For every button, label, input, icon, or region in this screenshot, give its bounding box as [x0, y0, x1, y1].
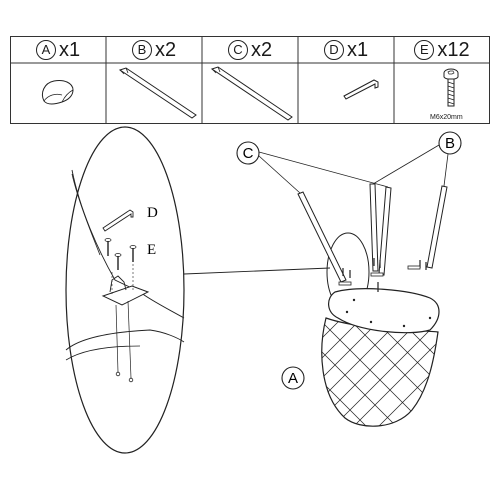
callout-c: C	[236, 141, 389, 194]
detail-magnifier: D E	[65, 126, 185, 454]
leg-b-center-left	[369, 183, 379, 272]
leg-base-plates	[338, 265, 421, 286]
part-c-letter: C	[227, 39, 248, 60]
callout-a: A	[281, 366, 305, 390]
detail-label-e: E	[147, 242, 156, 258]
callout-c-label: C	[243, 145, 254, 162]
part-d-image	[298, 63, 394, 124]
part-d-cell: D x1	[298, 36, 394, 124]
part-e-header: E x12	[394, 36, 490, 63]
leg-c-left	[297, 191, 347, 283]
part-c-header: C x2	[202, 36, 298, 63]
leg-rod-icon	[118, 67, 197, 119]
part-a-letter: A	[35, 39, 56, 60]
part-b-quantity: x2	[154, 38, 177, 61]
callout-b: B	[372, 131, 462, 187]
part-e-letter: E	[414, 39, 435, 60]
part-d-quantity: x1	[346, 38, 369, 61]
part-d-header: D x1	[298, 36, 394, 63]
parts-table: A x1 B x2 C x2	[10, 36, 490, 124]
part-c-quantity: x2	[250, 38, 273, 61]
detail-mounting-plate	[101, 285, 150, 306]
part-b-header: B x2	[106, 36, 202, 63]
bolt-icon	[443, 68, 459, 107]
part-e-quantity: x12	[437, 38, 470, 61]
detail-bolt	[104, 238, 112, 256]
allen-key-icon	[343, 79, 379, 100]
callout-b-label: B	[445, 135, 455, 152]
part-a-cell: A x1	[10, 36, 106, 124]
part-b-image	[106, 63, 202, 124]
detail-bolt	[129, 245, 137, 262]
part-b-letter: B	[131, 39, 152, 60]
part-e-cell: E x12 M6x20mm	[394, 36, 490, 124]
part-c-image	[202, 63, 298, 124]
screw-size-label: M6x20mm	[430, 114, 463, 121]
leg-rod-icon	[210, 66, 293, 121]
part-a-quantity: x1	[58, 38, 81, 61]
seat-shell-a	[321, 288, 440, 427]
detail-connector	[183, 267, 331, 275]
leg-b-center-right	[378, 186, 392, 276]
detail-bolt	[114, 253, 122, 270]
part-a-image	[10, 63, 106, 124]
detail-allen-key	[102, 209, 134, 232]
seat-bottom-surface	[328, 288, 440, 334]
part-d-letter: D	[323, 39, 344, 60]
callout-a-label: A	[288, 370, 298, 387]
leg-b-right	[426, 185, 448, 269]
detail-label-d: D	[147, 205, 158, 221]
part-a-header: A x1	[10, 36, 106, 63]
part-c-cell: C x2	[202, 36, 298, 124]
part-e-image: M6x20mm	[394, 63, 490, 124]
seat-shell-icon	[41, 80, 74, 105]
part-b-cell: B x2	[106, 36, 202, 124]
parts-table-grid	[10, 36, 490, 124]
